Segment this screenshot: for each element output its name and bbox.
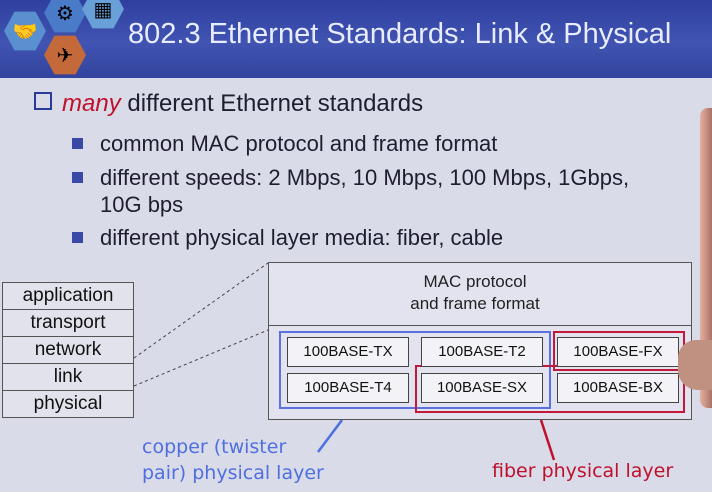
layer-application: application [2,282,134,310]
copper-caption-line1: copper (twister [142,436,287,458]
filled-square-bullet-icon [72,138,83,149]
copper-pointer-line [317,419,343,453]
slide-header: 802.3 Ethernet Standards: Link & Physica… [0,0,712,78]
sub-bullet-text: different speeds: 2 Mbps, 10 Mbps, 100 M… [100,165,630,190]
filled-square-bullet-icon [72,232,83,243]
layer-link: link [2,364,134,391]
sub-bullet-text: different physical layer media: fiber, c… [100,225,504,250]
mac-box: MAC protocol and frame format 100BASE-TX… [268,262,692,420]
mac-label-line2: and frame format [410,294,540,313]
mac-label: MAC protocol and frame format [269,271,681,315]
protocol-stack: application transport network link physi… [2,282,134,418]
presenter-silhouette [700,108,712,408]
sub-bullet-text: common MAC protocol and frame format [100,131,498,156]
standard-100base-t4: 100BASE-T4 [287,373,409,403]
copper-caption-line2: pair) physical layer [142,462,324,484]
connector-line-bottom [133,329,269,387]
fiber-pointer-line [539,419,556,461]
logo-cluster: 🤝 ⚙ ✈ ▦ [0,0,124,100]
bullet-emphasis: many [62,90,121,117]
hollow-square-bullet-icon [34,92,52,110]
bullet-main-text: different Ethernet standards [120,90,424,117]
standard-100base-sx: 100BASE-SX [421,373,543,403]
layer-network: network [2,337,134,364]
presenter-hand [678,340,712,390]
mac-divider [269,325,691,326]
layer-physical: physical [2,391,134,418]
mac-label-line1: MAC protocol [423,272,527,291]
layer-transport: transport [2,310,134,337]
bullet-main: many different Ethernet standards [34,90,423,118]
fiber-caption: fiber physical layer [492,460,674,482]
standard-100base-bx: 100BASE-BX [557,373,679,403]
standard-100base-t2: 100BASE-T2 [421,337,543,367]
standard-100base-tx: 100BASE-TX [287,337,409,367]
connector-line-top [133,262,269,359]
standard-100base-fx: 100BASE-FX [557,337,679,367]
slide-title: 802.3 Ethernet Standards: Link & Physica… [128,18,672,50]
filled-square-bullet-icon [72,172,83,183]
sub-bullet-text: 10G bps [100,192,184,217]
fiber-group-outline-bottom [415,365,685,413]
